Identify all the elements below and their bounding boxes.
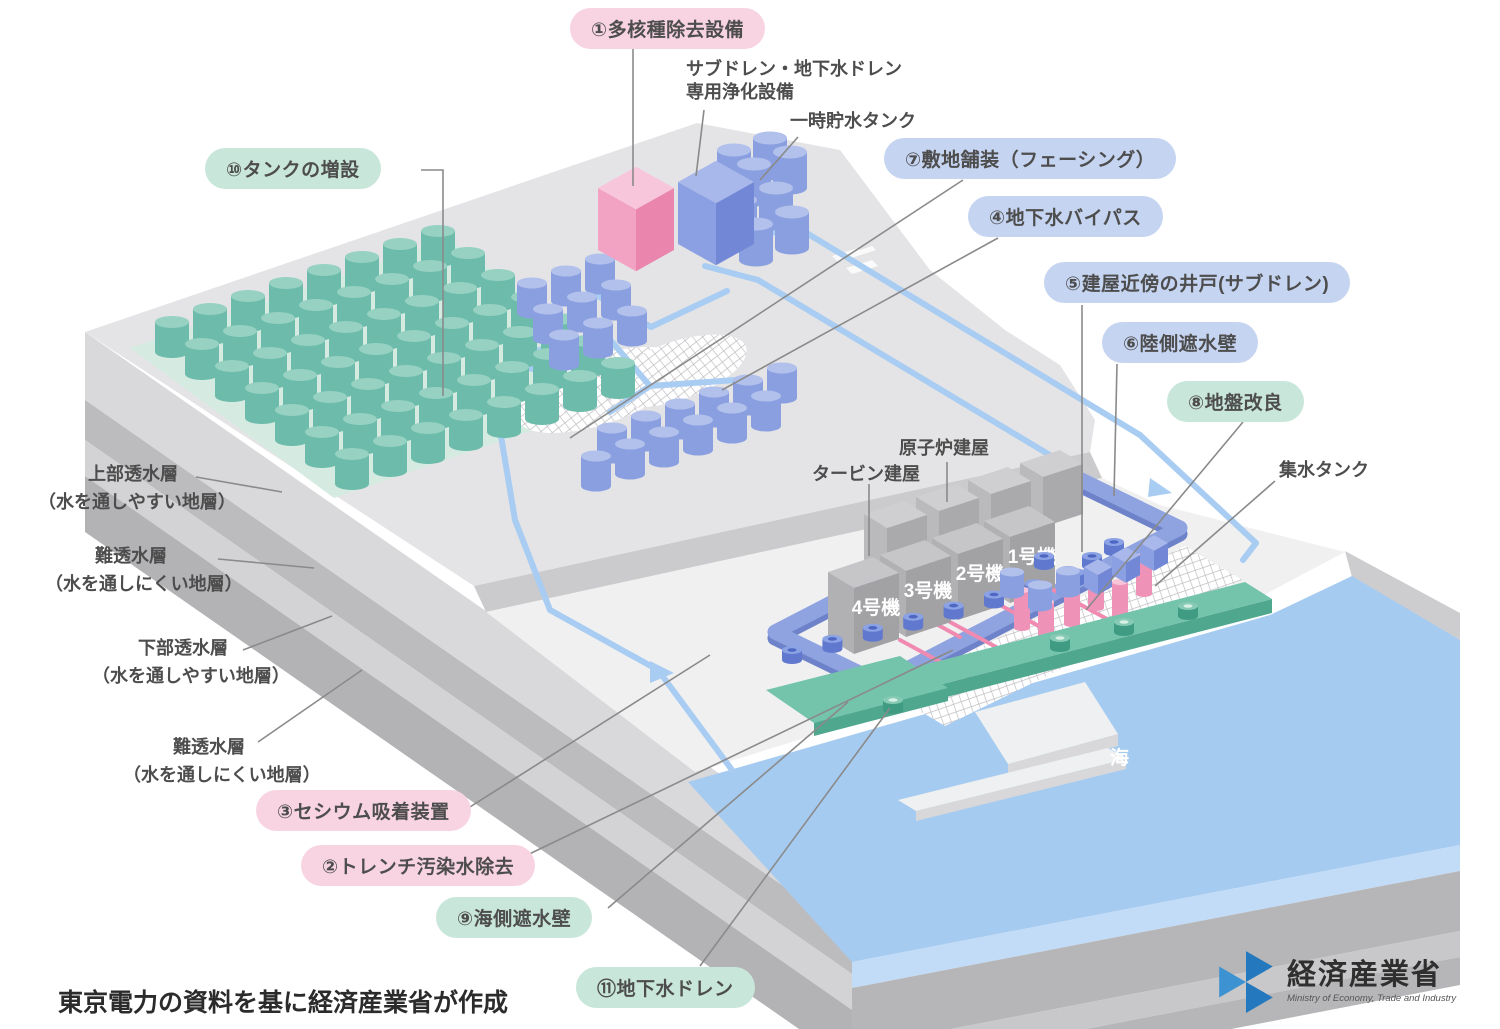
badge-subdrain-wells: ⑤建屋近傍の井戸(サブドレン) [1044, 262, 1351, 303]
treatment-facility-cubes [598, 160, 754, 272]
groundwater-drain-wells [883, 602, 1198, 714]
groundwater-bypass-wells [581, 362, 797, 492]
unit-2-label: 2号機 [956, 562, 1005, 585]
aquitard2-note: （水を通しにくい地層） [123, 765, 321, 785]
blue-tank-cluster [517, 253, 647, 371]
leader-lines [195, 48, 1276, 967]
badge-trench-removal: ②トレンチ汚染水除去 [301, 845, 536, 886]
aquitard1-label: 難透水層 [95, 546, 167, 566]
source-note: 東京電力の資料を基に経済産業省が作成 [58, 989, 509, 1017]
badge-tank-expansion: ⑩タンクの増設 [205, 148, 381, 189]
subdrain-purification-line2: 専用浄化設備 [686, 82, 794, 103]
badge-cesium-adsorption: ③セシウム吸着装置 [256, 790, 471, 831]
meti-logo-name: 経済産業省 [1287, 958, 1443, 991]
aquitard2-label: 難透水層 [173, 737, 245, 757]
meti-logo-subtitle: Ministry of Economy, Trade and Industry [1287, 992, 1457, 1004]
badge-land-side-wall: ⑥陸側遮水壁 [1102, 322, 1259, 363]
upper-aquifer-label: 上部透水層 [88, 464, 178, 484]
badge-sea-side-wall: ⑨海側遮水壁 [436, 897, 593, 938]
badge-facing: ⑦敷地舗装（フェーシング） [884, 138, 1177, 179]
reactor-turbine-buildings [828, 450, 1083, 654]
collection-tanks [1000, 535, 1168, 612]
piers [898, 682, 1126, 821]
unit-3-label: 3号機 [904, 579, 953, 602]
terrace-edge-strip [1345, 551, 1460, 640]
meti-logo-icon [1219, 951, 1273, 1013]
badge-ground-improvement: ⑧地盤改良 [1167, 381, 1304, 422]
aquitard1-note: （水を通しにくい地層） [45, 574, 243, 594]
collection-tank-label: 集水タンク [1279, 460, 1369, 480]
unit-labels: 4号機 3号機 2号機 1号機 [852, 545, 1057, 619]
subdrain-purification-line1: サブドレン・地下水ドレン [686, 59, 902, 79]
reactor-building-label: 原子炉建屋 [899, 438, 989, 458]
badge-groundwater-bypass: ④地下水バイパス [968, 196, 1163, 237]
badge-groundwater-drain: ⑪地下水ドレン [576, 967, 755, 1008]
lower-aquifer-note: （水を通しやすい地層） [92, 666, 290, 686]
lower-aquifer-label: 下部透水層 [138, 638, 228, 658]
temporary-tank-label: 一時貯水タンク [790, 111, 916, 131]
turbine-building-label: タービン建屋 [812, 464, 920, 484]
sea-label: 海 [1110, 748, 1130, 769]
badge-alps: ①多核種除去設備 [570, 8, 766, 49]
unit-4-label: 4号機 [852, 596, 901, 619]
upper-aquifer-note: （水を通しやすい地層） [38, 492, 236, 512]
meti-logo: 経済産業省 Ministry of Economy, Trade and Ind… [1213, 949, 1456, 1015]
subdrain-purification-label: サブドレン・地下水ドレン 専用浄化設備 [686, 58, 902, 105]
sea-side-wall [766, 582, 1272, 736]
geological-layers [85, 332, 855, 1029]
